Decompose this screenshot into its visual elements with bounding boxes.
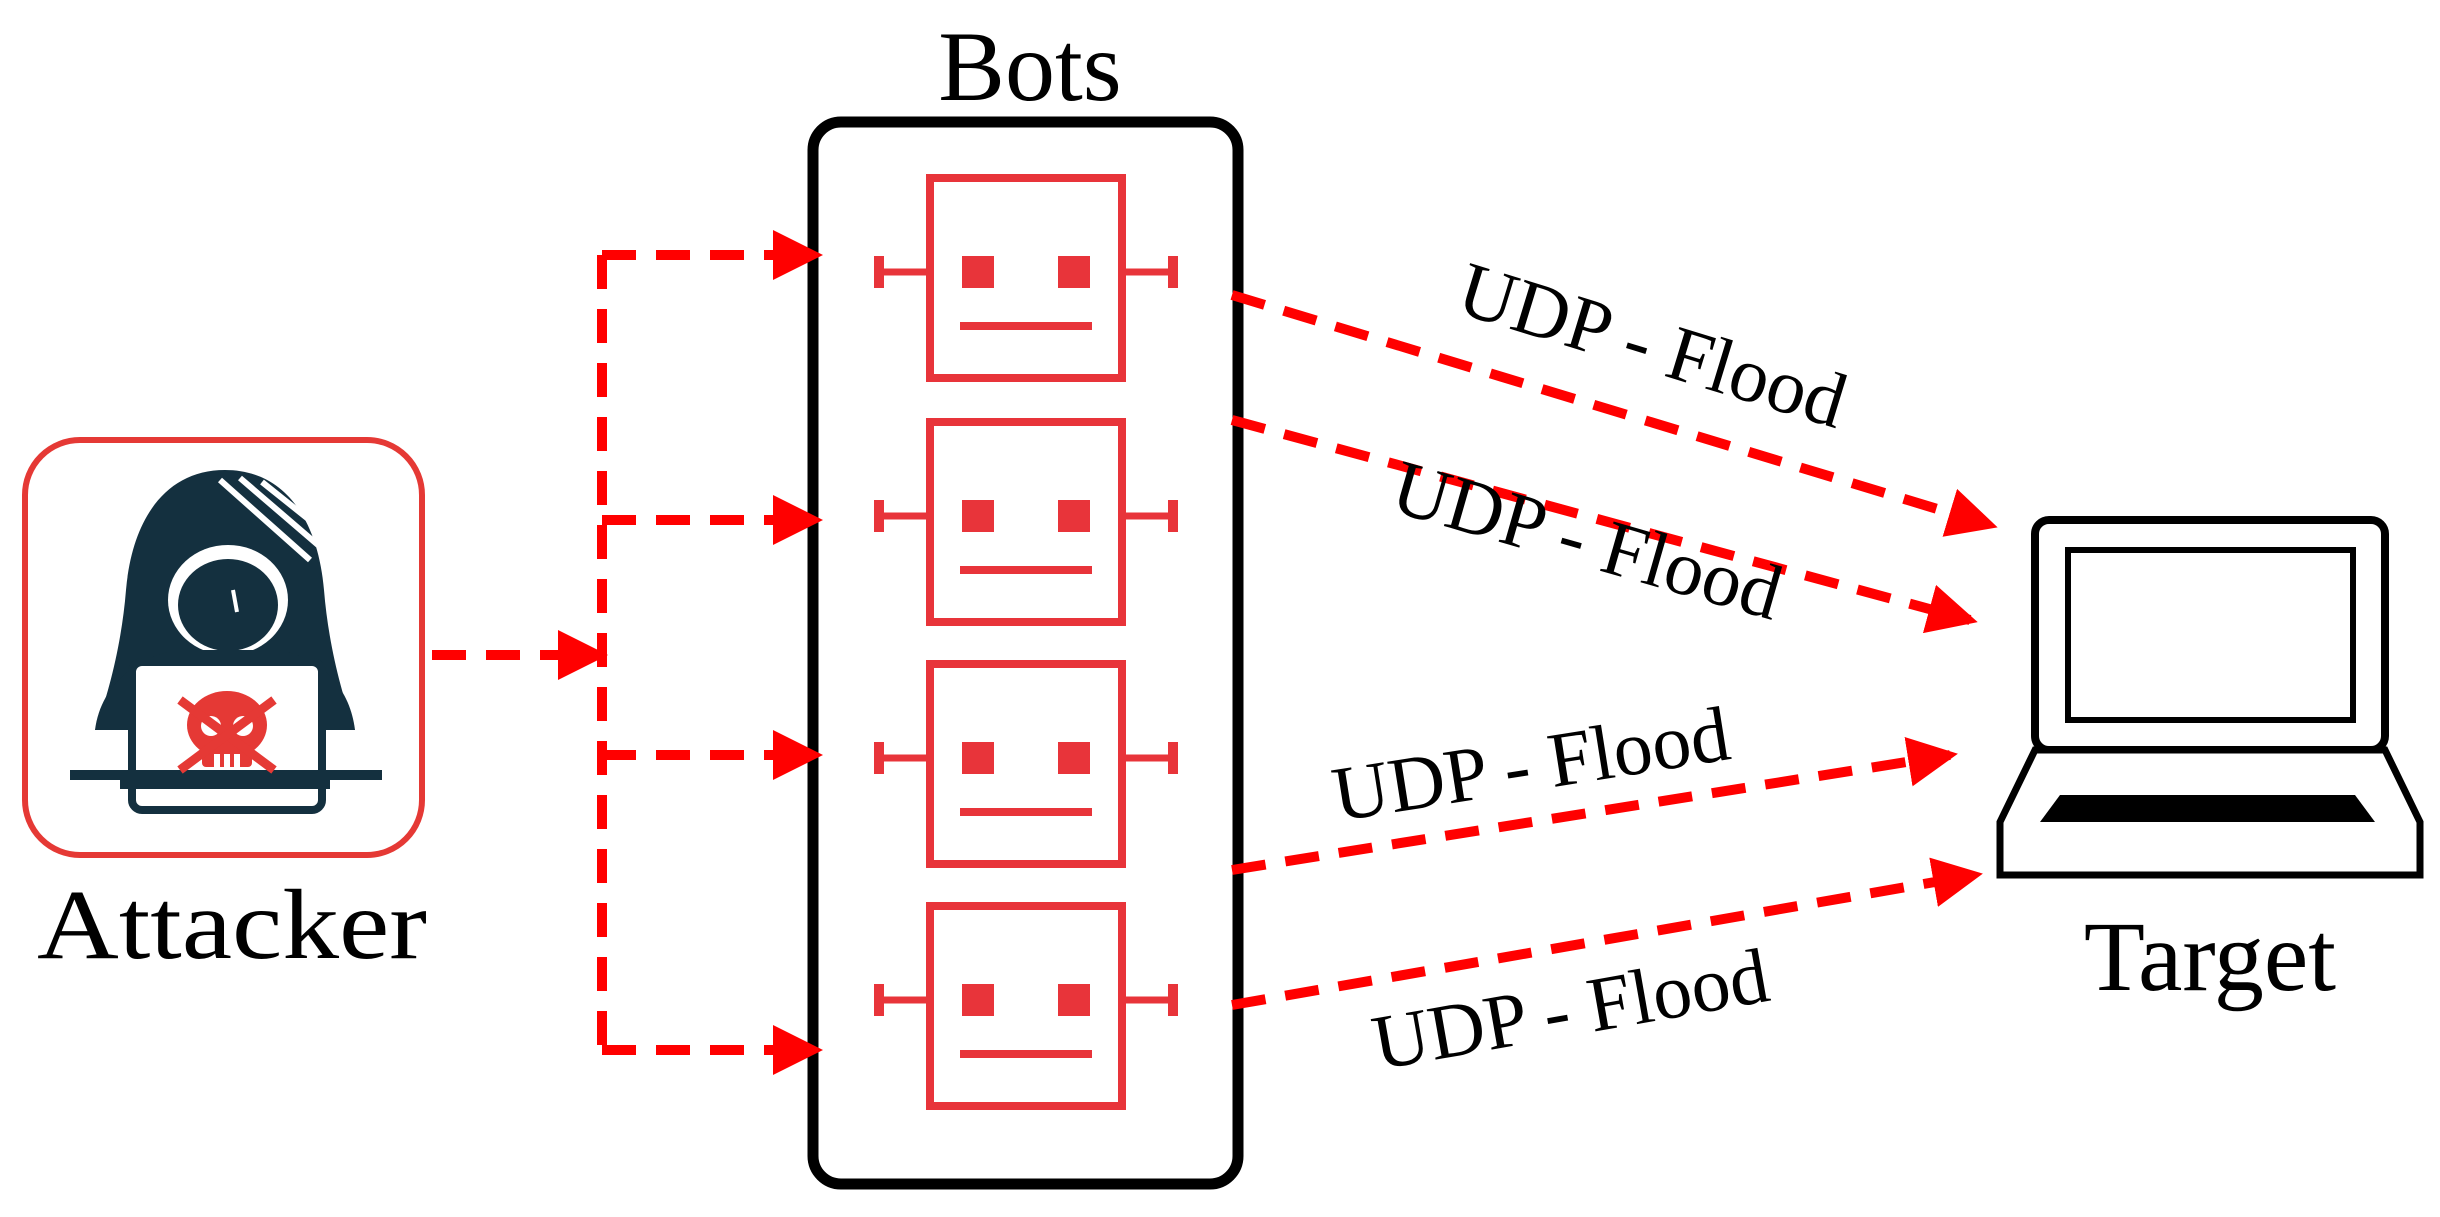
udp-arrow-2 [1230, 415, 1978, 634]
skull-icon [177, 691, 277, 774]
bot-robot-icon-3 [874, 660, 1178, 868]
udp-arrow-4 [1231, 857, 1983, 1010]
udp-arrow-1 [1230, 290, 1998, 537]
bots-title: Bots [938, 11, 1121, 122]
udp-arrow-3 [1231, 736, 1958, 875]
attacker-label: Attacker [37, 869, 427, 980]
udp-flood-arrows [1230, 290, 1998, 1010]
target-laptop-icon [1996, 516, 2424, 879]
bot-robot-icon-1 [874, 174, 1178, 382]
bot-robot-icon-4 [874, 902, 1178, 1110]
bot-robot-icon-2 [874, 418, 1178, 626]
udp-flood-label-4: UDP - Flood [1366, 931, 1775, 1086]
bots-container [807, 116, 1244, 1190]
udp-flood-label-2: UDP - Flood [1383, 443, 1792, 637]
udp-flood-label-1: UDP - Flood [1449, 245, 1857, 445]
hooded-hacker-icon [70, 470, 382, 814]
target-label: Target [2084, 901, 2336, 1012]
attacker-icon [22, 437, 425, 858]
attacker-to-bots-arrows [432, 230, 824, 1075]
udp-flood-label-3: UDP - Flood [1326, 690, 1735, 839]
